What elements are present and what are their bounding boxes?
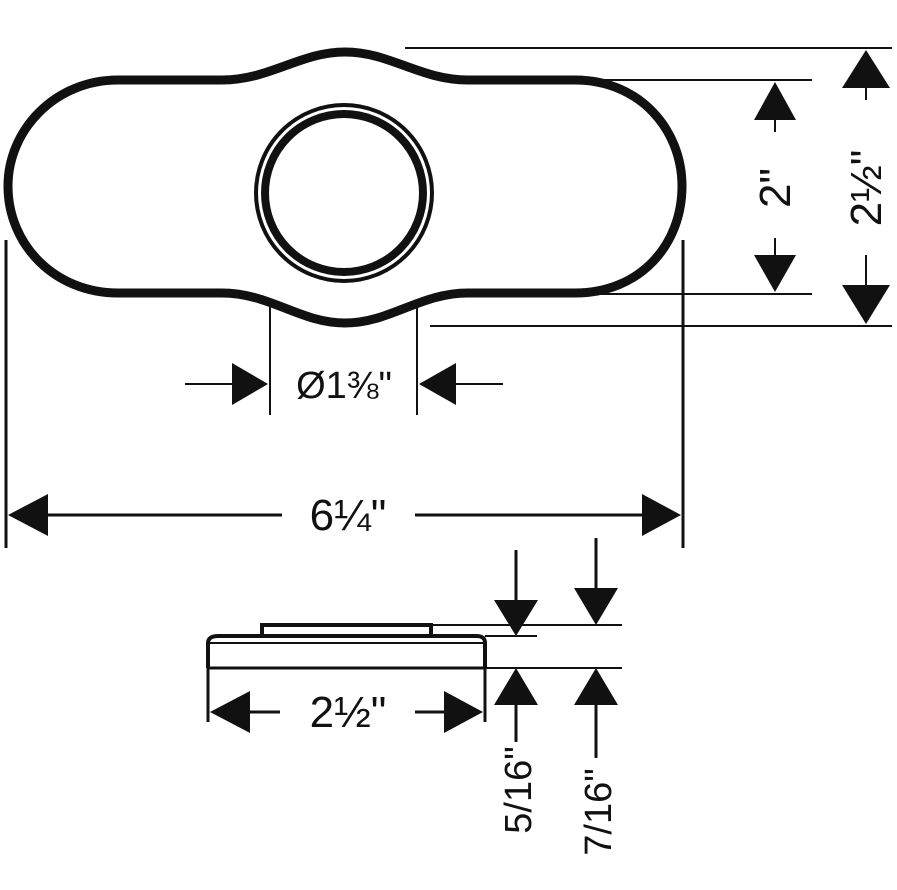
arrow-2in-up <box>754 82 796 120</box>
side-base <box>206 634 487 668</box>
arrow-5-16-up <box>494 668 538 705</box>
plate-outline <box>3 47 687 328</box>
arrow-5-16-down <box>494 600 538 636</box>
arrow-length-right <box>642 494 681 536</box>
plate-side-view <box>206 623 487 670</box>
arrow-hole-left <box>419 363 456 405</box>
arrow-2in-down <box>754 255 796 292</box>
hole-diameter-dimension: Ø1⅜" <box>185 305 503 415</box>
arrow-7-16-down <box>574 588 618 625</box>
center-hole-inner <box>261 110 427 276</box>
arrow-length-left <box>8 494 48 536</box>
side-width-dimension: 2½" <box>206 668 487 737</box>
dim-text-5-16: 5/16" <box>498 746 540 833</box>
overall-length-dimension: 6¼" <box>4 240 685 548</box>
arrow-hole-right <box>232 363 268 405</box>
center-hole-outer <box>254 103 434 283</box>
arrow-7-16-up <box>574 668 618 705</box>
arrow-2half-down <box>842 285 890 324</box>
dim-text-2in: 2" <box>751 168 800 208</box>
side-top-boss <box>260 623 433 636</box>
plate-top-view <box>3 47 687 328</box>
dim-text-side-width: 2½" <box>310 688 387 737</box>
thickness-dimensions: 5/16" 7/16" <box>431 538 622 856</box>
arrow-2half-up <box>842 50 890 88</box>
arrow-side-left <box>210 691 250 733</box>
arrow-side-right <box>444 691 483 733</box>
dim-text-hole: Ø1⅜" <box>296 365 392 407</box>
height-dimensions: 2" 2½" <box>405 47 892 327</box>
dim-text-2half: 2½" <box>842 150 891 227</box>
dim-text-7-16: 7/16" <box>578 768 620 855</box>
dim-text-length: 6¼" <box>310 491 387 540</box>
